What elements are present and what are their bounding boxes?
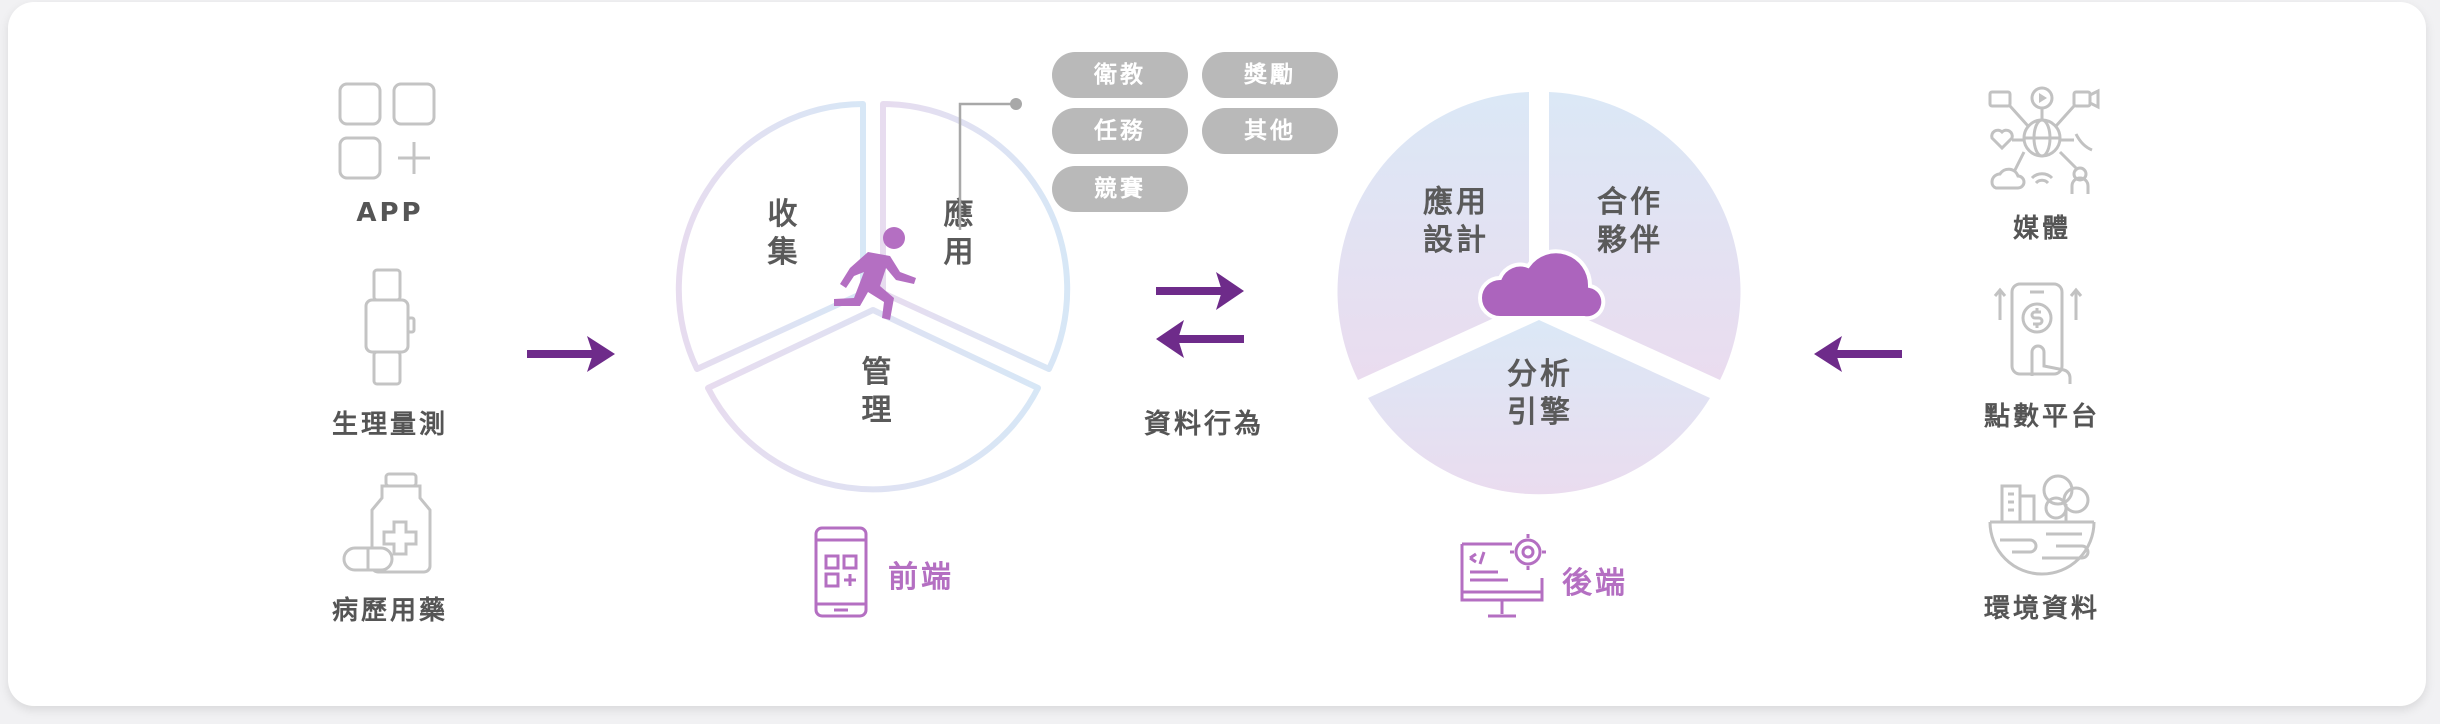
frontend-label: 前端 (888, 560, 954, 595)
tag-others[interactable]: 其他 (1202, 108, 1338, 154)
points-platform-icon (1993, 282, 2083, 384)
server-monitor-icon (1460, 534, 1546, 618)
environment-globe-icon (1988, 474, 2096, 576)
medicine-bottle-icon (342, 472, 432, 574)
collect-segment (675, 101, 866, 372)
runner-icon (834, 227, 916, 320)
engine-segment-label: 分析 引擎 (1507, 357, 1573, 430)
design-segment-label: 應用 設計 (1423, 185, 1489, 258)
smartwatch-icon (364, 268, 416, 386)
media-label: 媒體 (2012, 214, 2071, 244)
apply-segment (880, 101, 1071, 372)
tag-tasks[interactable]: 任務 (1052, 108, 1188, 154)
app-grid-icon (338, 82, 436, 180)
backend-label: 後端 (1562, 566, 1628, 601)
frontend-cycle-diagram (675, 101, 1071, 493)
collect-segment-label: 收 集 (767, 197, 801, 270)
manage-segment (705, 307, 1041, 493)
mobile-app-icon (814, 526, 868, 618)
partners-segment-label: 合作 夥伴 (1597, 185, 1663, 258)
exchange-label: 資料行為 (1144, 409, 1264, 440)
medical-label: 病歷用藥 (331, 596, 448, 626)
manage-segment-label: 管 理 (861, 355, 895, 428)
engine-segment (1368, 320, 1710, 495)
arrow-left-exchange-icon (1156, 320, 1244, 358)
cloud-icon (1478, 249, 1606, 321)
points-label: 點數平台 (1983, 402, 2100, 432)
media-network-icon (1988, 86, 2100, 194)
arrow-right-icon (527, 336, 615, 372)
apply-segment-label: 應 用 (943, 197, 977, 270)
tag-connector-line (958, 98, 1022, 230)
tag-competition[interactable]: 競賽 (1052, 166, 1188, 212)
tag-health-education[interactable]: 衛教 (1052, 52, 1188, 98)
tag-rewards[interactable]: 獎勵 (1202, 52, 1338, 98)
arrow-left-icon (1814, 336, 1902, 372)
app-label: APP (356, 198, 424, 228)
arrow-right-exchange-icon (1156, 272, 1244, 310)
environment-label: 環境資料 (1983, 594, 2100, 624)
wearable-label: 生理量測 (331, 410, 448, 440)
